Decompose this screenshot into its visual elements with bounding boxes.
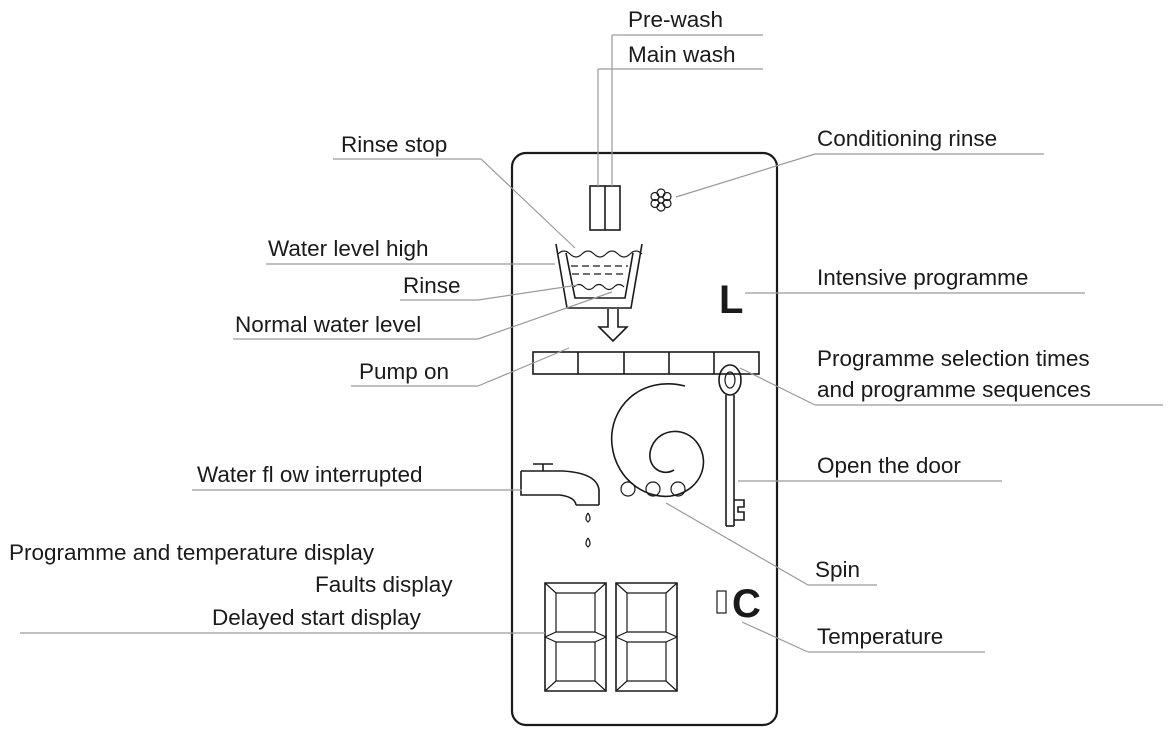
wash-tub-icon bbox=[555, 243, 643, 309]
flower-icon bbox=[650, 188, 672, 212]
prewash-mainwash-compartments-icon bbox=[589, 185, 621, 231]
label-delayed-start-display: Delayed start display bbox=[212, 605, 422, 630]
label-pump-on: Pump on bbox=[359, 359, 449, 384]
label-open-the-door: Open the door bbox=[817, 453, 961, 478]
seven-segment-display-icon bbox=[544, 582, 678, 692]
degree-symbol bbox=[716, 590, 727, 614]
tap-icon bbox=[520, 463, 600, 548]
label-pre-wash: Pre-wash bbox=[628, 7, 723, 32]
label-water-level-high: Water level high bbox=[268, 236, 429, 261]
label-programme-selection-line1: Programme selection times bbox=[817, 346, 1090, 371]
label-faults-display: Faults display bbox=[315, 572, 453, 597]
label-main-wash: Main wash bbox=[628, 42, 736, 67]
label-programme-selection-line2: and programme sequences bbox=[817, 377, 1091, 402]
label-spin: Spin bbox=[815, 557, 860, 582]
display-panel bbox=[510, 151, 779, 727]
label-rinse: Rinse bbox=[403, 273, 461, 298]
label-temperature: Temperature bbox=[817, 624, 943, 649]
key-icon bbox=[718, 364, 745, 527]
label-rinse-stop: Rinse stop bbox=[341, 132, 447, 157]
pump-arrow-icon bbox=[597, 309, 629, 343]
spin-spiral-icon bbox=[610, 383, 705, 498]
temperature-unit-symbol: C bbox=[732, 582, 761, 626]
intensive-programme-symbol: L bbox=[719, 278, 743, 322]
programme-selection-bar bbox=[532, 351, 760, 375]
leader-lines bbox=[20, 34, 1163, 653]
label-conditioning-rinse: Conditioning rinse bbox=[817, 126, 997, 151]
label-water-flow-interrupted: Water fl ow interrupted bbox=[197, 462, 423, 487]
label-intensive-programme: Intensive programme bbox=[817, 265, 1028, 290]
label-normal-water-level: Normal water level bbox=[235, 312, 421, 337]
label-programme-temperature-display: Programme and temperature display bbox=[9, 540, 375, 565]
